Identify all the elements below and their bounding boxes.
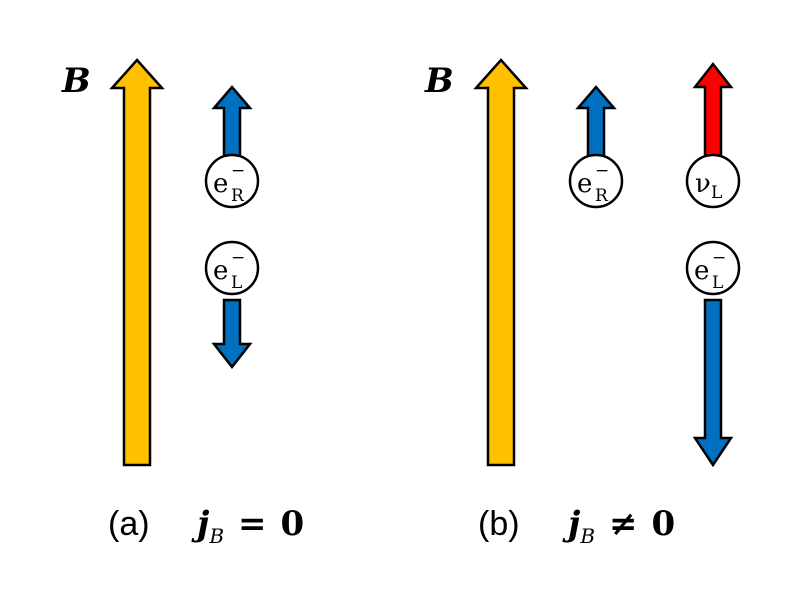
panel-b: B e − R ν L e − L (b) [424,58,741,548]
panel-b-caption-label: (b) [478,505,520,543]
panel-b-particle-nuL-subscript: L [711,183,722,203]
panel-b-caption-lhs: j [562,504,581,544]
panel-b-particle-eR-superscript: − [595,161,609,181]
panel-b-particle-eR: e − R [568,153,624,209]
panel-a-caption-lhs: j [191,504,210,544]
panel-a-field-arrow [109,58,165,467]
panel-a-spin-down-arrow [211,298,253,370]
panel-a-particle-eL-symbol: e [213,256,228,286]
panel-b-spin-up-arrow-nuL [692,61,734,162]
panel-a-particle-eR-symbol: e [213,169,228,199]
panel-a-caption-lhs-sub: B [208,524,224,548]
panel-b-particle-nuL-symbol: ν [695,169,711,199]
panel-b-spin-down-arrow-eL [692,298,734,468]
panel-b-particle-eL-superscript: − [712,248,726,268]
panel-a: B e − R e − L (a) jB=0 [61,58,304,548]
panel-a-particle-eL: e − L [204,240,260,296]
panel-a-particle-eR: e − R [204,153,260,209]
panel-b-particle-eL-symbol: e [694,256,709,286]
panel-a-caption-equation: jB = 0 [191,504,304,548]
panel-b-caption-equation: jB ≠ 0 [562,504,675,548]
panel-b-caption-lhs-sub: B [579,524,595,548]
panel-a-particle-eL-superscript: − [231,248,245,268]
panel-a-caption-rhs: 0 [281,504,305,544]
panel-b-field-label: B [424,61,454,101]
panel-b-particle-nuL: ν L [685,153,741,209]
panel-b-caption-relation: ≠ [609,504,638,544]
panel-a-particle-eL-subscript: L [231,273,242,293]
panel-a-particle-eR-subscript: R [231,186,245,206]
panel-a-spin-up-arrow [211,85,253,162]
panel-b-field-arrow [473,58,529,467]
panel-b-spin-up-arrow-eR [575,85,617,162]
panel-b-particle-eR-symbol: e [577,169,592,199]
panel-a-caption-relation: = [238,504,267,544]
panel-b-particle-eR-subscript: R [595,186,609,206]
panel-a-caption-label: (a) [108,505,150,543]
panel-a-caption: (a) jB = 0 [108,504,304,548]
panel-a-particle-eR-superscript: − [231,161,245,181]
panel-b-particle-eL-subscript: L [712,273,723,293]
panel-b-caption: (b) jB ≠ 0 [478,504,675,548]
panel-b-particle-eL: e − L [685,240,741,296]
panel-a-field-label: B [61,61,91,101]
panel-b-caption-rhs: 0 [652,504,676,544]
